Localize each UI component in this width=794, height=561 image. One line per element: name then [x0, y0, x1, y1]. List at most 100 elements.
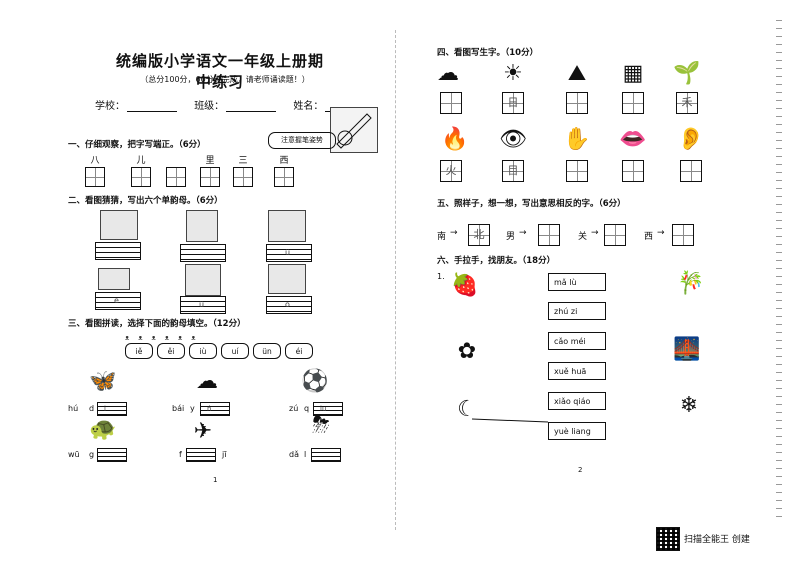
four-line-grid[interactable]	[180, 244, 226, 262]
pinyin-card[interactable]: yuè liang	[548, 422, 606, 440]
filled-answer: ü	[285, 248, 291, 257]
writing-grid[interactable]	[622, 92, 644, 114]
filled-answer: i	[104, 405, 106, 413]
name-label: 姓名：	[293, 101, 324, 112]
writing-grid[interactable]	[672, 224, 694, 246]
school-blank[interactable]	[127, 101, 177, 112]
pinyin-blank[interactable]: ń	[200, 402, 230, 416]
filled-answer: iu	[320, 405, 327, 413]
class-blank[interactable]	[226, 101, 277, 112]
mountain-icon: ⛰	[567, 61, 587, 86]
pinyin-blank[interactable]: i	[97, 402, 127, 416]
writing-grid[interactable]: 火	[440, 160, 462, 182]
pinyin-prefix: zú	[289, 404, 299, 413]
final-option: ün	[253, 343, 281, 359]
strawberry-icon: 🍓	[451, 273, 479, 298]
hand-icon: ✋	[563, 127, 591, 152]
field-icon: ▦	[622, 61, 644, 86]
cloud-icon: ☁	[196, 369, 218, 394]
pinyin-blank[interactable]	[97, 448, 127, 462]
picture-rooster-icon	[185, 264, 221, 296]
char-label: 西	[279, 156, 289, 166]
writing-grid[interactable]: 日	[502, 92, 524, 114]
class-label: 班级：	[194, 101, 225, 112]
writing-grid[interactable]	[131, 167, 151, 187]
four-line-grid[interactable]: e	[95, 292, 141, 310]
butterfly-icon: 🦋	[89, 369, 117, 394]
pinyin-suffix: q	[304, 404, 310, 413]
cloud-icon: ☁	[437, 61, 459, 86]
picture-scene-icon	[268, 210, 306, 242]
writing-grid[interactable]: 目	[502, 160, 524, 182]
arrow-icon: →	[519, 228, 527, 238]
pen-grip-note: 注意握笔姿势	[268, 132, 336, 149]
section-1-heading: 一、仔细观察，把字写端正。（6分）	[68, 140, 206, 150]
pinyin-blank[interactable]	[311, 448, 341, 462]
writing-grid[interactable]	[200, 167, 220, 187]
pinyin-card[interactable]: xuě huā	[548, 362, 606, 380]
section-3-heading: 三、看图拼读，选择下面的韵母填空。（12分）	[68, 319, 246, 329]
writing-grid[interactable]	[566, 92, 588, 114]
pinyin-suffix: d	[89, 404, 95, 413]
final-option: uí	[221, 343, 249, 359]
writing-grid[interactable]	[566, 160, 588, 182]
four-line-grid[interactable]: ü	[180, 296, 226, 314]
writing-grid[interactable]	[680, 160, 702, 182]
writing-grid[interactable]: 禾	[676, 92, 698, 114]
item-number: 1.	[437, 272, 445, 281]
pinyin-card[interactable]: xiǎo qiáo	[548, 392, 606, 410]
writing-grid[interactable]	[166, 167, 186, 187]
filled-answer: ń	[207, 405, 212, 413]
thunder-cloud-icon: ⛈	[312, 413, 330, 438]
filled-answer: 日	[507, 96, 519, 109]
pinyin-blank[interactable]	[186, 448, 216, 462]
four-line-grid[interactable]: ü	[266, 244, 312, 262]
filled-answer: ü	[199, 300, 205, 309]
writing-grid[interactable]	[604, 224, 626, 246]
final-option: ěi	[157, 343, 185, 359]
writing-grid[interactable]	[538, 224, 560, 246]
opposite-source-char: 西	[644, 232, 654, 242]
moon-stars-icon: ☾	[457, 397, 477, 422]
pinyin-card[interactable]: cǎo méi	[548, 332, 606, 350]
writing-grid[interactable]: 北	[468, 224, 490, 246]
sun-icon: ☀	[503, 61, 523, 86]
bridge-icon: 🌉	[673, 337, 701, 362]
fire-icon: 🔥	[441, 127, 469, 152]
match-line	[471, 418, 549, 423]
picture-pond-icon	[268, 264, 306, 294]
filled-answer: 北	[473, 228, 485, 241]
filled-answer: o	[285, 300, 290, 309]
writing-grid[interactable]	[440, 92, 462, 114]
pinyin-suffix: l	[304, 450, 307, 459]
four-line-grid[interactable]: o	[266, 296, 312, 314]
filled-answer: e	[114, 296, 119, 305]
writing-grid[interactable]	[274, 167, 294, 187]
pinyin-prefix: hú	[68, 404, 79, 413]
writing-grid[interactable]	[85, 167, 105, 187]
four-line-grid[interactable]	[95, 242, 141, 260]
final-option: iù	[189, 343, 217, 359]
pinyin-prefix: bái	[172, 404, 185, 413]
pinyin-blank[interactable]: iu	[313, 402, 343, 416]
writing-grid[interactable]	[622, 160, 644, 182]
writing-grid[interactable]	[233, 167, 253, 187]
pinyin-suffix: y	[190, 404, 195, 413]
ear-icon: 👂	[677, 127, 705, 152]
page-divider	[395, 30, 396, 530]
opposite-source-char: 关	[578, 232, 588, 242]
cloud-decoration: ᴥᴥᴥᴥᴥᴥ	[125, 334, 205, 342]
qr-code-icon	[656, 527, 680, 551]
snowflake-icon: ❄	[679, 393, 699, 418]
section-2-heading: 二、看图猜猜，写出六个单韵母。（6分）	[68, 196, 223, 206]
filled-answer: 目	[507, 164, 519, 177]
pinyin-card[interactable]: zhú zi	[548, 302, 606, 320]
pinyin-card[interactable]: mǎ lù	[548, 273, 606, 291]
bamboo-icon: 🎋	[677, 271, 705, 296]
pinyin-suffix: jī	[222, 450, 227, 459]
picture-fish-icon	[98, 268, 130, 290]
pinyin-prefix: dǎ	[289, 450, 299, 459]
arrow-icon: →	[591, 228, 599, 238]
char-label: 三	[238, 156, 248, 166]
filled-answer: 禾	[681, 96, 693, 109]
